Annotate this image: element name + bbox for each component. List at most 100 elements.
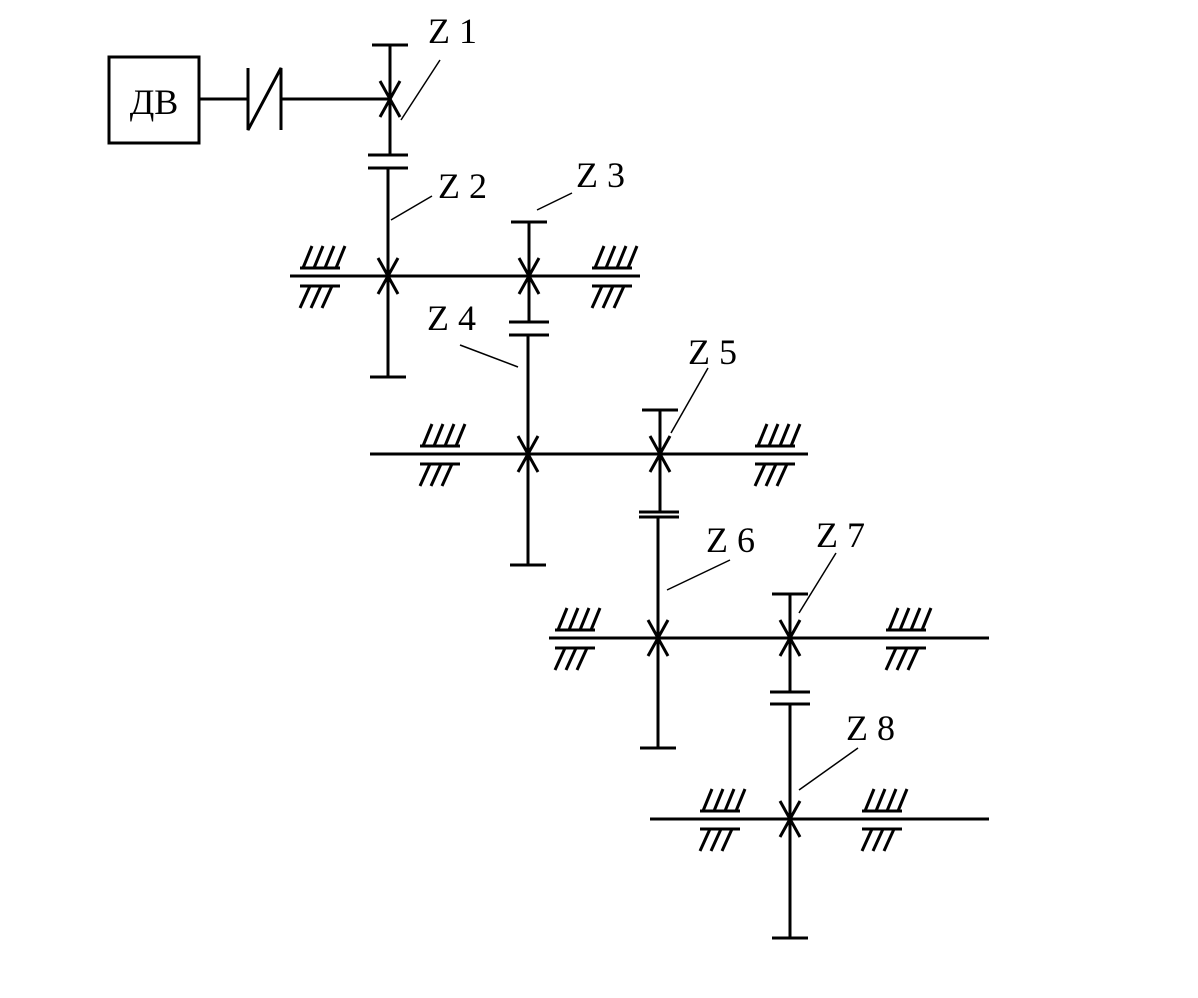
bearing-hatch (895, 647, 909, 671)
gear-z1-label: Z 1 (428, 11, 477, 51)
fix-mark (648, 435, 672, 473)
gear-z1 (372, 43, 408, 157)
bearing-hatch (756, 423, 769, 447)
bearing-hatch (887, 607, 900, 631)
bearing-hatch (553, 647, 567, 671)
fix-mark (516, 435, 540, 473)
bearing-hatch (720, 828, 734, 852)
gear-z8 (772, 702, 808, 940)
bearing-hatch (418, 463, 432, 487)
fix-mark (517, 257, 541, 295)
bearing-hatch (734, 788, 747, 812)
leader-line (536, 192, 573, 211)
bearing-hatch (323, 245, 336, 269)
bearing-hatch (309, 285, 323, 309)
bearing (418, 423, 467, 487)
bearing (298, 245, 347, 309)
gear-z8-label: Z 8 (846, 708, 895, 748)
bearing-hatch (764, 463, 778, 487)
motor-label: ДВ (130, 82, 179, 122)
bearing-hatch (615, 245, 628, 269)
bearing-hatch (884, 647, 898, 671)
bearing-hatch (626, 245, 639, 269)
gear-z2 (370, 166, 406, 379)
bearing (753, 423, 802, 487)
bearing-hatch (882, 828, 896, 852)
leader-line (400, 59, 441, 121)
bearing (698, 788, 747, 852)
motor: ДВ (107, 55, 201, 145)
bearing (590, 245, 639, 309)
bearing-hatch (906, 647, 920, 671)
bearing-hatch (701, 788, 714, 812)
gear-z4-label: Z 4 (427, 298, 476, 338)
gear-z5-label: Z 5 (688, 332, 737, 372)
bearing-hatch (789, 423, 802, 447)
gear-z2-label: Z 2 (438, 166, 487, 206)
coupling (246, 67, 283, 131)
fix-mark (778, 619, 802, 657)
bearing-hatch (429, 463, 443, 487)
leader-line (798, 747, 859, 791)
bearing-hatch (589, 607, 602, 631)
bearing-hatch (920, 607, 933, 631)
bearing (884, 607, 933, 671)
bearing-hatch (896, 788, 909, 812)
bearing-hatch (575, 647, 589, 671)
bearing-hatch (871, 828, 885, 852)
bearing-hatch (556, 607, 569, 631)
bearing-hatch (301, 245, 314, 269)
bearing-hatch (874, 788, 887, 812)
mesh-z1-z2 (368, 153, 408, 170)
bearing-hatch (578, 607, 591, 631)
motor-box (107, 55, 201, 145)
bearing-hatch (709, 828, 723, 852)
gear-z5 (642, 408, 678, 514)
bearing-hatch (593, 245, 606, 269)
bearing-hatch (885, 788, 898, 812)
bearing-hatch (909, 607, 922, 631)
bearing-hatch (863, 788, 876, 812)
fix-mark (646, 619, 670, 657)
bearing-hatch (723, 788, 736, 812)
bearing-hatch (432, 423, 445, 447)
fix-mark (778, 800, 802, 838)
gear-z3 (511, 220, 547, 324)
bearing-hatch (320, 285, 334, 309)
bearing-hatch (564, 647, 578, 671)
bearing-hatch (334, 245, 347, 269)
fix-mark (378, 80, 402, 118)
bearing-hatch (298, 285, 312, 309)
mesh-z5-z6 (639, 510, 679, 519)
bearing-hatch (604, 245, 617, 269)
gear-z7-label: Z 7 (816, 515, 865, 555)
gear-z6-label: Z 6 (706, 520, 755, 560)
gear-z6 (640, 515, 676, 750)
bearing (553, 607, 602, 671)
bearing-hatch (775, 463, 789, 487)
bearing-hatch (860, 828, 874, 852)
bearing-hatch (601, 285, 615, 309)
leader-line (459, 344, 519, 368)
bearing-hatch (454, 423, 467, 447)
leader-line (666, 559, 731, 591)
bearing-hatch (440, 463, 454, 487)
bearing-hatch (567, 607, 580, 631)
mesh-z7-z8 (770, 690, 810, 706)
bearing-hatch (712, 788, 725, 812)
gear-z4 (510, 333, 546, 567)
bearing-hatch (898, 607, 911, 631)
gear-z3-label: Z 3 (576, 155, 625, 195)
mesh-z3-z4 (509, 320, 549, 337)
leader-line (798, 552, 837, 614)
fix-mark (376, 257, 400, 295)
bearing-hatch (312, 245, 325, 269)
bearing-hatch (698, 828, 712, 852)
bearing (860, 788, 909, 852)
leader-line (670, 367, 709, 434)
leader-line (390, 195, 433, 221)
bearing-hatch (421, 423, 434, 447)
bearing-hatch (778, 423, 791, 447)
bearing-hatch (753, 463, 767, 487)
